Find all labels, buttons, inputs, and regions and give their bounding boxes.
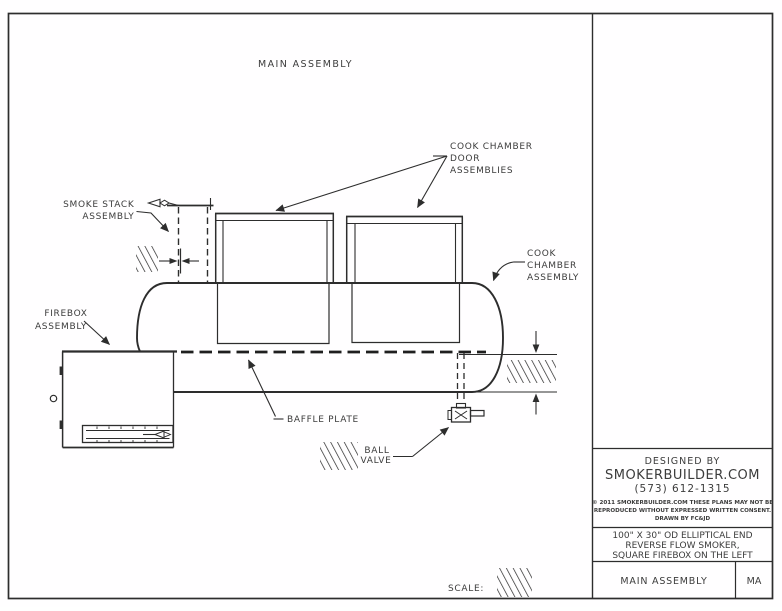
right-dimension (459, 331, 557, 415)
leader-cook-chamber (492, 261, 514, 282)
redacted-hatch (320, 442, 358, 470)
leader-door-2 (417, 155, 448, 209)
company-name: SMOKERBUILDER.COM (605, 468, 760, 483)
title-block: DESIGNED BY SMOKERBUILDER.COM (573) 612-… (592, 456, 773, 587)
door-assembly-2 (345, 215, 464, 344)
cook-chamber-body (136, 282, 504, 393)
valve-handle (469, 409, 485, 417)
sheet-code: MA (747, 576, 762, 587)
designed-by: DESIGNED BY (645, 456, 721, 467)
svg-text:CHAMBER: CHAMBER (527, 261, 577, 271)
tick-marks (96, 426, 158, 443)
stack-flag-symbol (146, 198, 179, 208)
leader-firebox (83, 320, 110, 345)
baffle-plate-label: BAFFLE PLATE (287, 415, 359, 425)
view-title: MAIN ASSEMBLY (258, 59, 353, 70)
svg-text:DOOR: DOOR (450, 154, 480, 164)
smoke-stack (136, 198, 214, 283)
redacted-scale-hatch (497, 568, 532, 597)
leader-door-1 (275, 155, 448, 212)
drawing-border (7, 12, 774, 600)
leader-lines (83, 155, 525, 458)
redacted-dimension-hatch (507, 360, 556, 383)
hinge-mark (59, 420, 63, 429)
copyright-line: © 2011 SMOKERBUILDER.COM THESE PLANS MAY… (592, 500, 773, 506)
damper-knob (49, 394, 58, 403)
leader-baffle (248, 359, 276, 417)
firebox (49, 350, 177, 449)
scale-label: SCALE: (448, 584, 484, 594)
door-1-opening (216, 283, 330, 345)
description-line: REVERSE FLOW SMOKER, (625, 541, 739, 551)
cook-chamber-label: COOK (527, 249, 557, 259)
doors-label: COOK CHAMBER (450, 142, 533, 152)
hinge-mark (59, 366, 63, 375)
door-2-opening (351, 283, 461, 344)
svg-text:ASSEMBLY: ASSEMBLY (35, 322, 87, 332)
chamber-left-end (136, 282, 168, 352)
ball-valve-assembly (447, 353, 485, 423)
sheet-border (7, 12, 774, 600)
description-line: SQUARE FIREBOX ON THE LEFT (612, 551, 753, 561)
smoke-stack-label: SMOKE STACK (63, 200, 135, 210)
door-assembly-1 (214, 212, 335, 345)
redacted-dimension-hatch (136, 246, 158, 272)
leader-ball-valve (412, 427, 449, 457)
svg-text:ASSEMBLY: ASSEMBLY (527, 273, 579, 283)
sheet-title: MAIN ASSEMBLY (620, 576, 707, 587)
copyright-line: REPRODUCED WITHOUT EXPRESSED WRITTEN CON… (594, 508, 771, 514)
air-intake-slider (81, 424, 174, 444)
chamber-right-end (471, 282, 504, 393)
description-line: 100" X 30" OD ELLIPTICAL END (612, 531, 752, 541)
stack-dimension (136, 246, 199, 274)
copyright-line: DRAWN BY FC&JD (655, 516, 711, 522)
svg-text:ASSEMBLIES: ASSEMBLIES (450, 166, 513, 176)
phone-number: (573) 612-1315 (634, 483, 730, 495)
ball-valve-label: BALL (364, 446, 389, 456)
svg-text:ASSEMBLY: ASSEMBLY (82, 212, 134, 222)
firebox-label: FIREBOX (44, 309, 87, 319)
leader-smoke-stack (136, 210, 169, 232)
svg-text:VALVE: VALVE (360, 456, 391, 466)
annotations: SMOKE STACK ASSEMBLY FIREBOX ASSEMBLY CO… (35, 142, 579, 597)
